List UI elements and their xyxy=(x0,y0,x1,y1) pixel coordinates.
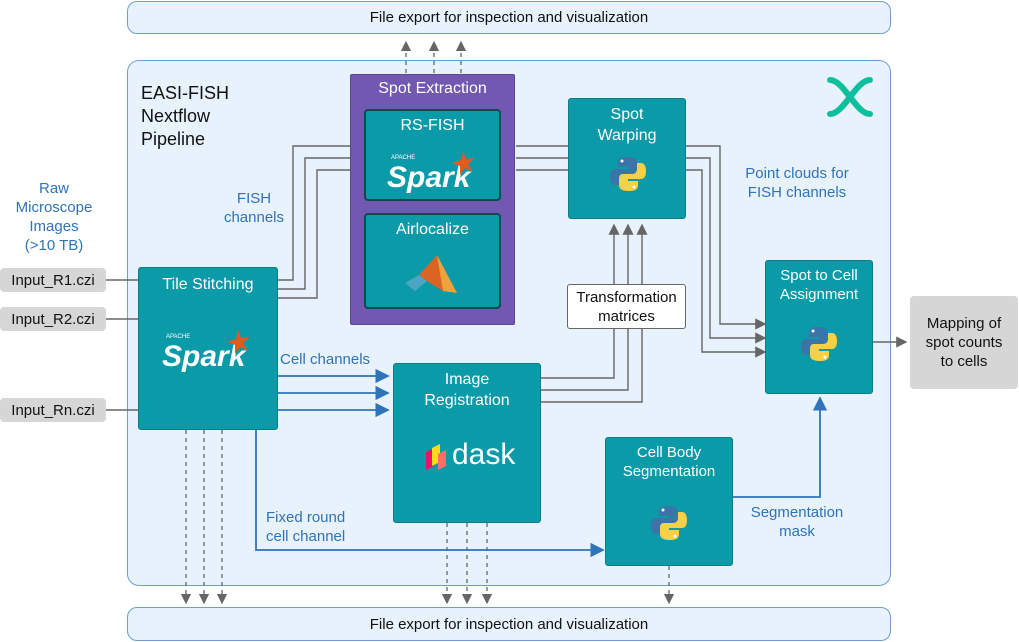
tile-stitching-box: Tile Stitching APACHE Spark xyxy=(138,267,278,430)
svg-text:APACHE: APACHE xyxy=(166,334,190,340)
spot-extraction-label: Spot Extraction xyxy=(378,80,487,97)
spot-to-cell-box: Spot to Cell Assignment xyxy=(765,260,873,394)
input-r2-label: Input_R2.czi xyxy=(11,310,95,328)
cell-body-segmentation-box: Cell Body Segmentation xyxy=(605,437,733,566)
python-logo-icon xyxy=(610,157,646,191)
svg-text:Spark: Spark xyxy=(387,161,472,193)
spot-warping-label: Spot Warping xyxy=(597,106,657,144)
airlocalize-box: Airlocalize xyxy=(364,213,501,309)
spot-warping-box: Spot Warping xyxy=(568,98,686,219)
svg-text:APACHE: APACHE xyxy=(391,155,415,161)
transformation-matrices-label-box: Transformation matrices xyxy=(567,284,686,329)
export-bar-bottom: File export for inspection and visualiza… xyxy=(127,607,891,641)
transformation-matrices-label: Transformation matrices xyxy=(576,288,677,325)
segmentation-mask-label: Segmentation mask xyxy=(750,504,844,540)
input-file-r2: Input_R2.czi xyxy=(0,307,106,331)
output-mapping-box: Mapping of spot counts to cells xyxy=(910,296,1018,389)
input-file-rn: Input_Rn.czi xyxy=(0,398,106,422)
airlocalize-label: Airlocalize xyxy=(396,221,469,238)
export-bar-bottom-label: File export for inspection and visualiza… xyxy=(369,615,649,633)
spark-logo-icon: APACHE Spark xyxy=(387,151,475,193)
dask-logo-icon xyxy=(426,444,446,470)
cell-channels-label: Cell channels xyxy=(280,351,371,368)
point-clouds-label: Point clouds for FISH channels xyxy=(745,165,849,201)
spot-to-cell-label: Spot to Cell Assignment xyxy=(779,267,859,303)
svg-text:Spark: Spark xyxy=(162,340,247,372)
pipeline-title: EASI-FISH Nextflow Pipeline xyxy=(141,83,230,149)
rs-fish-box: RS-FISH APACHE Spark xyxy=(364,109,501,201)
export-bar-top-label: File export for inspection and visualiza… xyxy=(369,9,649,26)
python-logo-icon xyxy=(651,506,687,540)
image-registration-label: Image Registration xyxy=(424,371,510,409)
matlab-logo-icon xyxy=(405,255,457,293)
input-file-r1: Input_R1.czi xyxy=(0,268,106,292)
dask-logo-text: dask xyxy=(452,438,516,471)
fixed-round-label: Fixed round cell channel xyxy=(266,509,346,545)
image-registration-box: Image Registration dask xyxy=(393,363,541,523)
nextflow-logo-icon xyxy=(827,77,873,117)
cell-body-segmentation-label: Cell Body Segmentation xyxy=(622,444,716,480)
rs-fish-label: RS-FISH xyxy=(400,117,465,134)
fish-channels-label: FISH channels xyxy=(223,190,285,226)
python-logo-icon xyxy=(801,327,837,361)
raw-images-label: Raw Microscope Images (>10 TB) xyxy=(15,180,93,254)
spark-logo-icon: APACHE Spark xyxy=(162,330,250,372)
export-bar-top: File export for inspection and visualiza… xyxy=(127,1,891,34)
output-mapping-label: Mapping of spot counts to cells xyxy=(925,315,1003,370)
input-r1-label: Input_R1.czi xyxy=(11,271,95,289)
tile-stitching-label: Tile Stitching xyxy=(162,276,254,293)
input-rn-label: Input_Rn.czi xyxy=(11,401,95,419)
